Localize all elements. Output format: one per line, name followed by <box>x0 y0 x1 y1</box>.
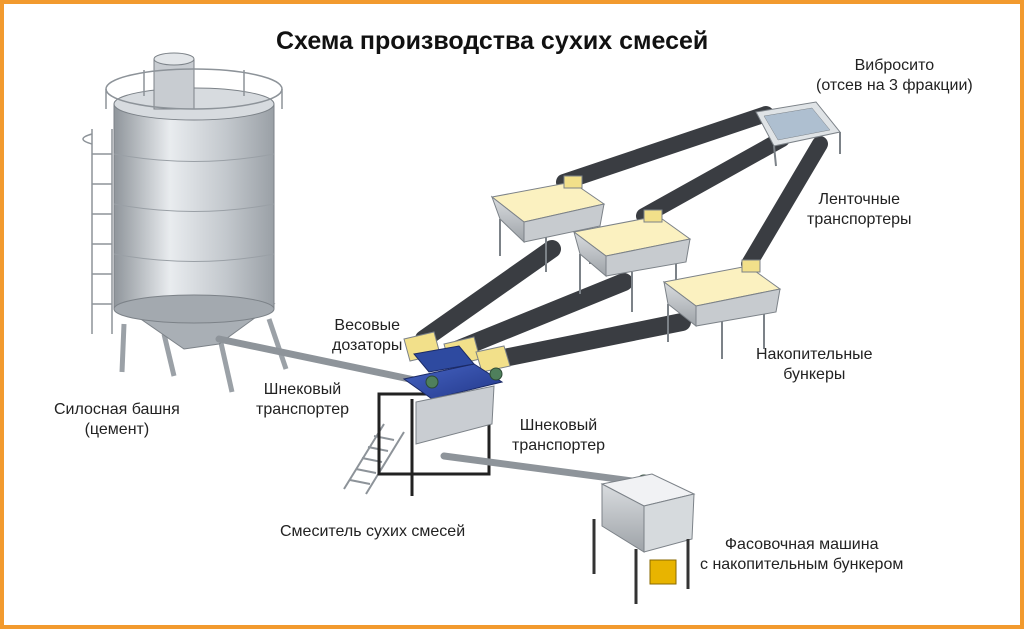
screw-conveyor-1 <box>215 335 428 386</box>
label-mixer: Смеситель сухих смесей <box>280 523 466 540</box>
label-screw-conveyor-1: Шнековый транспортер <box>256 381 350 418</box>
storage-bunker-3 <box>662 259 782 359</box>
silo-tower <box>82 52 289 393</box>
storage-bunker-2 <box>572 209 692 312</box>
label-screw-conveyor-2: Шнековый транспортер <box>512 417 606 454</box>
label-belt-conveyors: Ленточные транспортеры <box>807 191 912 228</box>
screw-conveyor-2 <box>440 452 644 486</box>
label-vibrosito: Вибросито (отсев на 3 фракции) <box>816 57 973 94</box>
diagram-title: Схема производства сухих смесей <box>276 27 709 55</box>
label-packing-machine: Фасовочная машина с накопительным бункер… <box>700 536 904 573</box>
storage-bunker-1 <box>490 175 606 272</box>
belt-conveyors <box>415 106 828 369</box>
label-silo-tower: Силосная башня (цемент) <box>54 401 180 438</box>
label-weight-dosers: Весовые дозаторы <box>332 317 403 354</box>
label-storage-bunkers: Накопительные бункеры <box>756 346 873 383</box>
production-scheme-illustration <box>82 52 841 604</box>
dry-mix-mixer <box>343 345 504 496</box>
packing-machine <box>592 473 696 604</box>
vibrating-screen <box>755 101 841 167</box>
